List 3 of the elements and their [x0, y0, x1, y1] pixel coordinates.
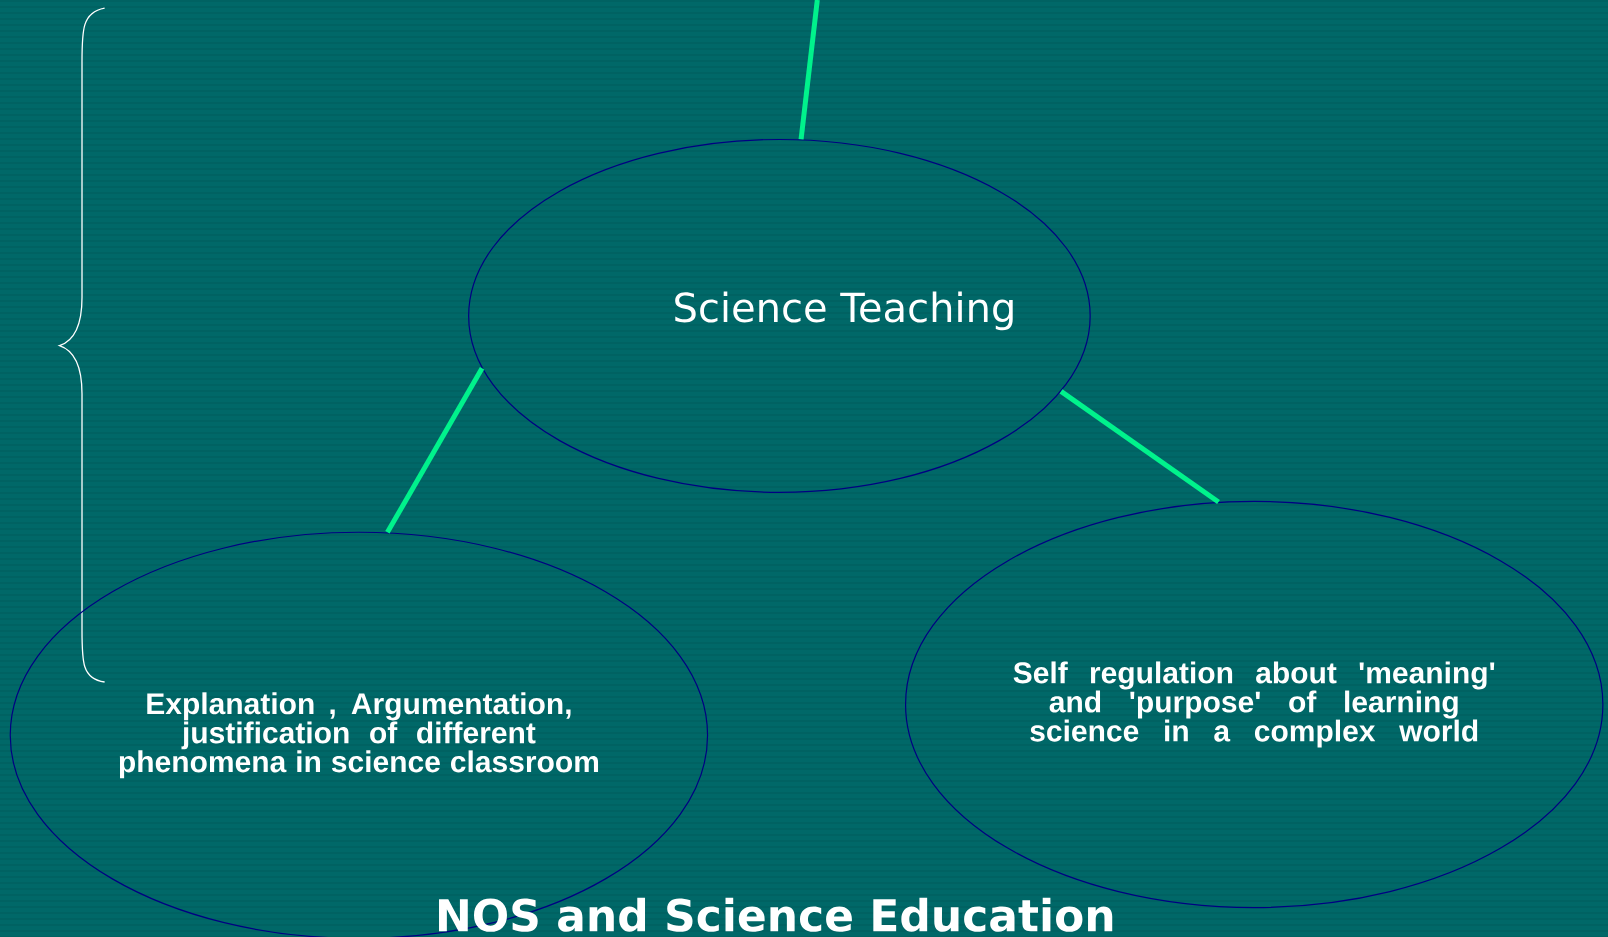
- connector-line: [385, 367, 485, 534]
- connector-line: [798, 0, 820, 140]
- connector-line: [1059, 389, 1220, 504]
